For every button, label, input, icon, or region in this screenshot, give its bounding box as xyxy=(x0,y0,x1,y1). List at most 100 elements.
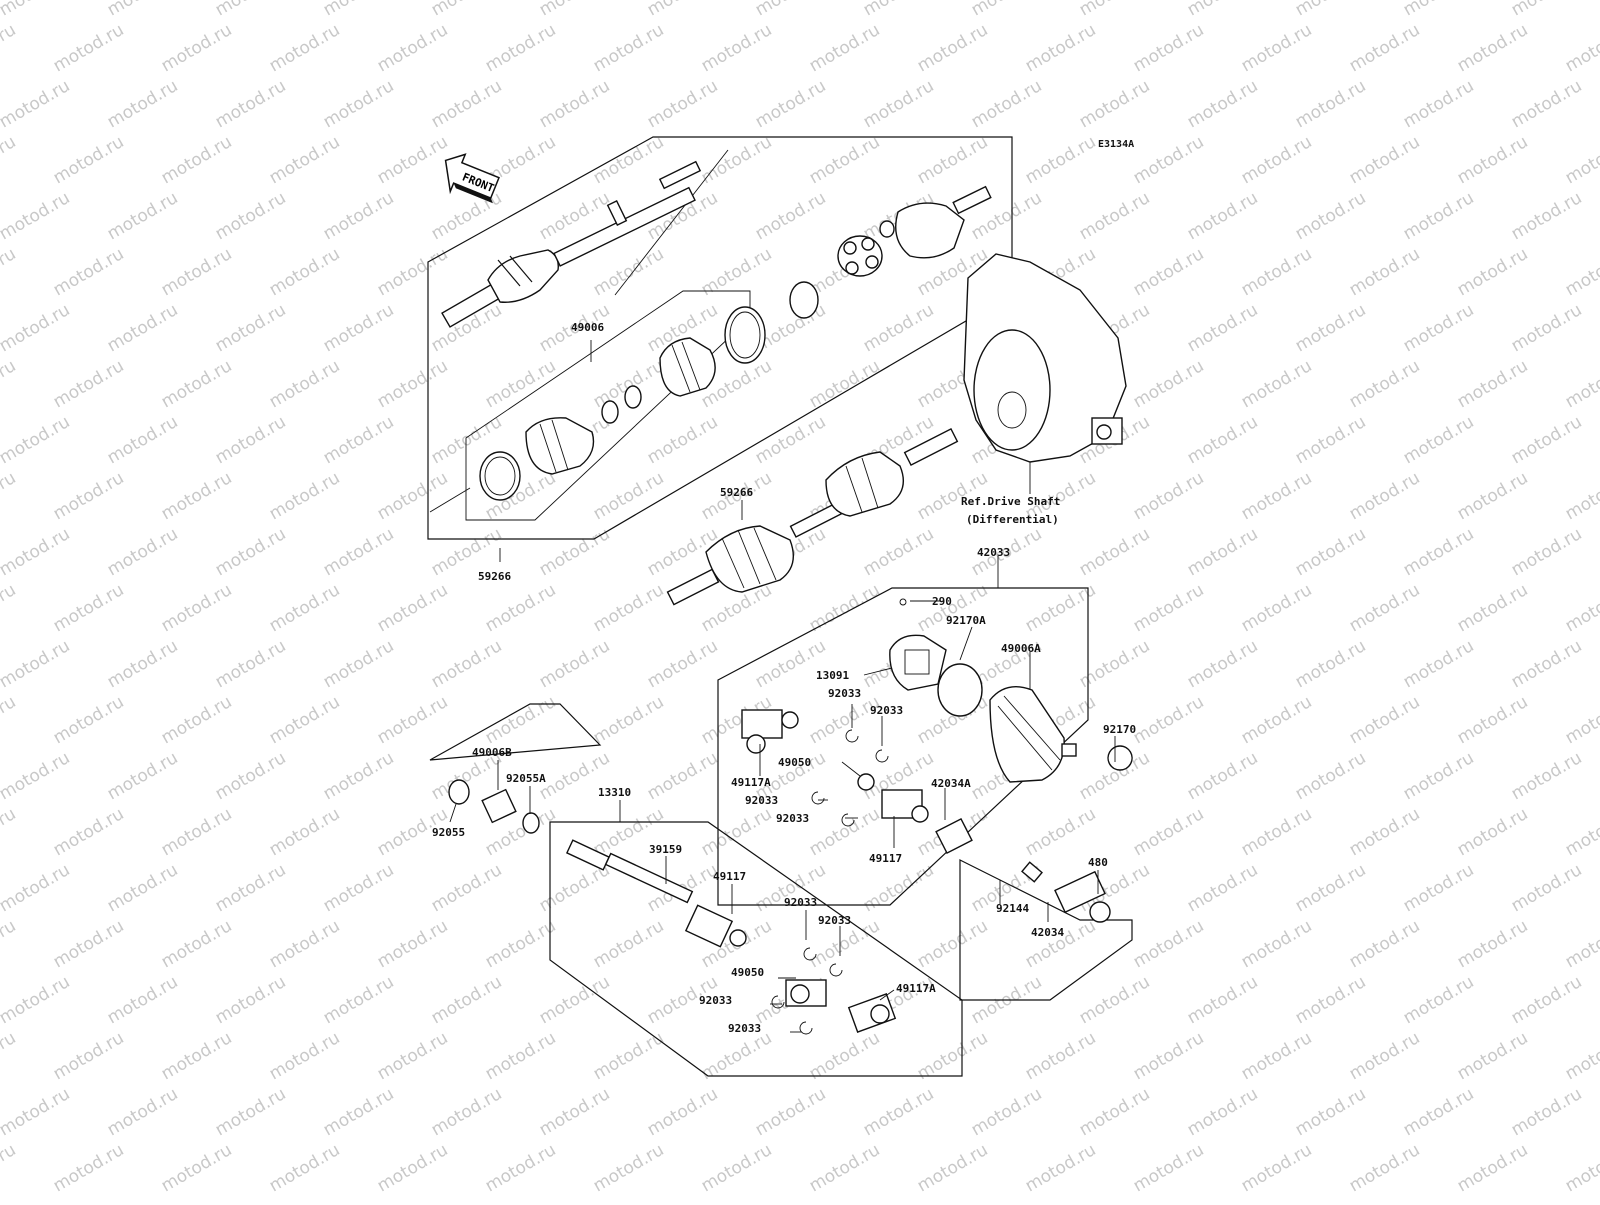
watermark-text: motod.ru xyxy=(1346,1028,1424,1084)
watermark-text: motod.ru xyxy=(320,188,398,244)
watermark-text: motod.ru xyxy=(806,692,884,748)
watermark-text: motod.ru xyxy=(482,692,560,748)
watermark-text: motod.ru xyxy=(1076,972,1154,1028)
watermark-text: motod.ru xyxy=(1508,748,1586,804)
watermark-text: motod.ru xyxy=(1292,412,1370,468)
watermark-text: motod.ru xyxy=(1562,1028,1600,1084)
watermark-text: motod.ru xyxy=(0,1196,73,1200)
boot-kit-parts xyxy=(479,306,766,501)
watermark-text: motod.ru xyxy=(50,916,128,972)
lower-right-parts xyxy=(959,859,1133,1001)
watermark-text: motod.ru xyxy=(320,860,398,916)
watermark-text: motod.ru xyxy=(158,916,236,972)
watermark-text: motod.ru xyxy=(1076,524,1154,580)
watermark-text: motod.ru xyxy=(1130,580,1208,636)
watermark-text: motod.ru xyxy=(1022,132,1100,188)
part-labels: 49006 59266 59266 Ref.Drive Shaft (Diffe… xyxy=(432,321,1136,1035)
watermark-text: motod.ru xyxy=(0,188,73,244)
watermark-text: motod.ru xyxy=(374,244,452,300)
label-92055: 92055 xyxy=(432,826,465,839)
watermark-text: motod.ru xyxy=(104,972,182,1028)
watermark-text: motod.ru xyxy=(1238,132,1316,188)
label-49006A: 49006A xyxy=(1001,642,1041,655)
watermark-text: motod.ru xyxy=(1184,1084,1262,1140)
watermark-text: motod.ru xyxy=(1292,1196,1370,1200)
watermark-text: motod.ru xyxy=(806,20,884,76)
watermark-text: motod.ru xyxy=(0,692,19,748)
watermark-text: motod.ru xyxy=(320,972,398,1028)
watermark-text: motod.ru xyxy=(1400,1196,1478,1200)
watermark-text: motod.ru xyxy=(0,356,19,412)
watermark-text: motod.ru xyxy=(1184,972,1262,1028)
watermark-text: motod.ru xyxy=(1562,1140,1600,1196)
watermark-text: motod.ru xyxy=(1400,188,1478,244)
label-42034: 42034 xyxy=(1031,926,1064,939)
watermark-text: motod.ru xyxy=(0,524,73,580)
watermark-text: motod.ru xyxy=(752,188,830,244)
watermark-text: motod.ru xyxy=(698,804,776,860)
label-39159: 39159 xyxy=(649,843,682,856)
label-92055A: 92055A xyxy=(506,772,546,785)
watermark-text: motod.ru xyxy=(1508,0,1586,20)
label-92170A: 92170A xyxy=(946,614,986,627)
watermark-text: motod.ru xyxy=(158,1028,236,1084)
watermark-text: motod.ru xyxy=(590,692,668,748)
watermark-text: motod.ru xyxy=(1400,0,1478,20)
watermark-text: motod.ru xyxy=(590,244,668,300)
watermark-text: motod.ru xyxy=(1400,1084,1478,1140)
watermark-text: motod.ru xyxy=(644,412,722,468)
label-42033: 42033 xyxy=(977,546,1010,559)
watermark-text: motod.ru xyxy=(1238,20,1316,76)
watermark-text: motod.ru xyxy=(1130,1028,1208,1084)
watermark-text: motod.ru xyxy=(698,132,776,188)
watermark-text: motod.ru xyxy=(1184,636,1262,692)
watermark-text: motod.ru xyxy=(428,1084,506,1140)
watermark-text: motod.ru xyxy=(374,20,452,76)
watermark-text: motod.ru xyxy=(860,1084,938,1140)
watermark-text: motod.ru xyxy=(482,1028,560,1084)
watermark-text: motod.ru xyxy=(1076,188,1154,244)
watermark-text: motod.ru xyxy=(1130,20,1208,76)
watermark-text: motod.ru xyxy=(1130,356,1208,412)
watermark-text: motod.ru xyxy=(1508,188,1586,244)
watermark-text: motod.ru xyxy=(1130,468,1208,524)
watermark-text: motod.ru xyxy=(1508,412,1586,468)
watermark-text: motod.ru xyxy=(1184,860,1262,916)
label-290: 290 xyxy=(932,595,952,608)
watermark-text: motod.ru xyxy=(968,0,1046,20)
watermark-text: motod.ru xyxy=(374,692,452,748)
label-13091: 13091 xyxy=(816,669,849,682)
watermark-text: motod.ru xyxy=(50,244,128,300)
watermark-text: motod.ru xyxy=(374,356,452,412)
watermark-text: motod.ru xyxy=(1130,244,1208,300)
watermark-text: motod.ru xyxy=(1508,524,1586,580)
watermark-text: motod.ru xyxy=(482,580,560,636)
watermark-text: motod.ru xyxy=(320,1196,398,1200)
watermark-text: motod.ru xyxy=(374,132,452,188)
watermark-text: motod.ru xyxy=(212,1196,290,1200)
watermark-text: motod.ru xyxy=(482,20,560,76)
watermark-text: motod.ru xyxy=(212,0,290,20)
watermark-text: motod.ru xyxy=(752,1196,830,1200)
watermark-text: motod.ru xyxy=(320,748,398,804)
watermark-text: motod.ru xyxy=(1292,76,1370,132)
watermark-text: motod.ru xyxy=(1346,580,1424,636)
watermark-text: motod.ru xyxy=(860,300,938,356)
propeller-shaft-frame xyxy=(717,587,1089,906)
watermark-text: motod.ru xyxy=(0,860,73,916)
watermark-text: motod.ru xyxy=(806,1140,884,1196)
watermark-text: motod.ru xyxy=(0,300,73,356)
ref-differential-label: (Differential) xyxy=(966,513,1059,526)
watermark-text: motod.ru xyxy=(104,76,182,132)
watermark-text: motod.ru xyxy=(0,0,73,20)
watermark-text: motod.ru xyxy=(1076,76,1154,132)
watermark-text: motod.ru xyxy=(266,356,344,412)
watermark-text: motod.ru xyxy=(590,468,668,524)
watermark-text: motod.ru xyxy=(266,580,344,636)
label-49117A-b: 49117A xyxy=(896,982,936,995)
watermark-text: motod.ru xyxy=(1346,804,1424,860)
watermark-text: motod.ru xyxy=(644,636,722,692)
watermark-text: motod.ru xyxy=(1508,636,1586,692)
watermark-text: motod.ru xyxy=(374,916,452,972)
